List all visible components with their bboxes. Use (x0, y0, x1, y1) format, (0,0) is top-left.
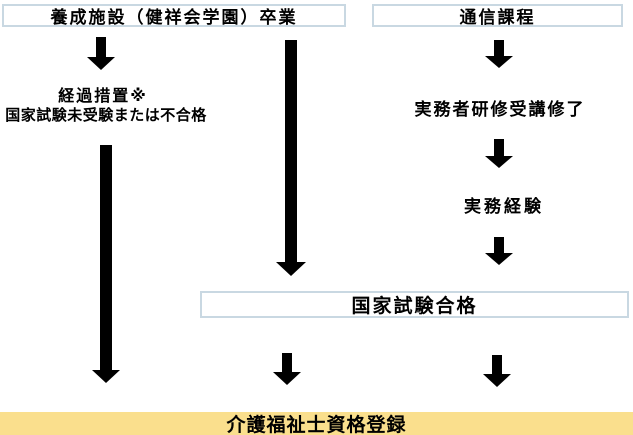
down-arrow-icon (276, 40, 306, 276)
arrow-shaft (285, 40, 297, 262)
down-arrow-icon (485, 237, 513, 265)
arrow-shaft (494, 139, 504, 156)
arrow-head (485, 56, 513, 68)
down-arrow-icon (273, 353, 301, 385)
arrow-head (485, 253, 513, 265)
work-experience-label: 実務経験 (464, 197, 544, 216)
national-exam-label: 国家試験合格 (351, 296, 478, 317)
correspondence-course-label: 通信課程 (459, 8, 536, 27)
training-facility-label: 養成施設（健祥会学園）卒業 (50, 8, 298, 27)
arrow-head (92, 370, 120, 383)
training-facility-box: 養成施設（健祥会学園）卒業 (2, 4, 346, 27)
transition-measure-title: 経過措置※ (58, 88, 148, 105)
registration-bar-label: 介護福祉士資格登録 (226, 415, 407, 435)
registration-bar: 介護福祉士資格登録 (0, 412, 633, 435)
down-arrow-icon (87, 37, 115, 70)
arrow-shaft (494, 237, 504, 253)
correspondence-course-box: 通信課程 (372, 4, 623, 27)
arrow-shaft (492, 355, 502, 374)
arrow-head (87, 57, 115, 70)
down-arrow-icon (92, 145, 120, 383)
down-arrow-icon (485, 40, 513, 68)
arrow-head (485, 156, 513, 168)
arrow-shaft (96, 37, 106, 57)
arrow-head (483, 374, 511, 387)
arrow-shaft (494, 40, 504, 56)
down-arrow-icon (485, 139, 513, 168)
arrow-shaft (100, 145, 112, 370)
arrow-head (276, 262, 306, 276)
transition-measure-note: 国家試験未受験または不合格 (5, 107, 207, 124)
practitioner-training-label: 実務者研修受講修了 (414, 100, 586, 119)
arrow-shaft (282, 353, 292, 372)
national-exam-box: 国家試験合格 (200, 291, 629, 318)
down-arrow-icon (483, 355, 511, 387)
arrow-head (273, 372, 301, 385)
